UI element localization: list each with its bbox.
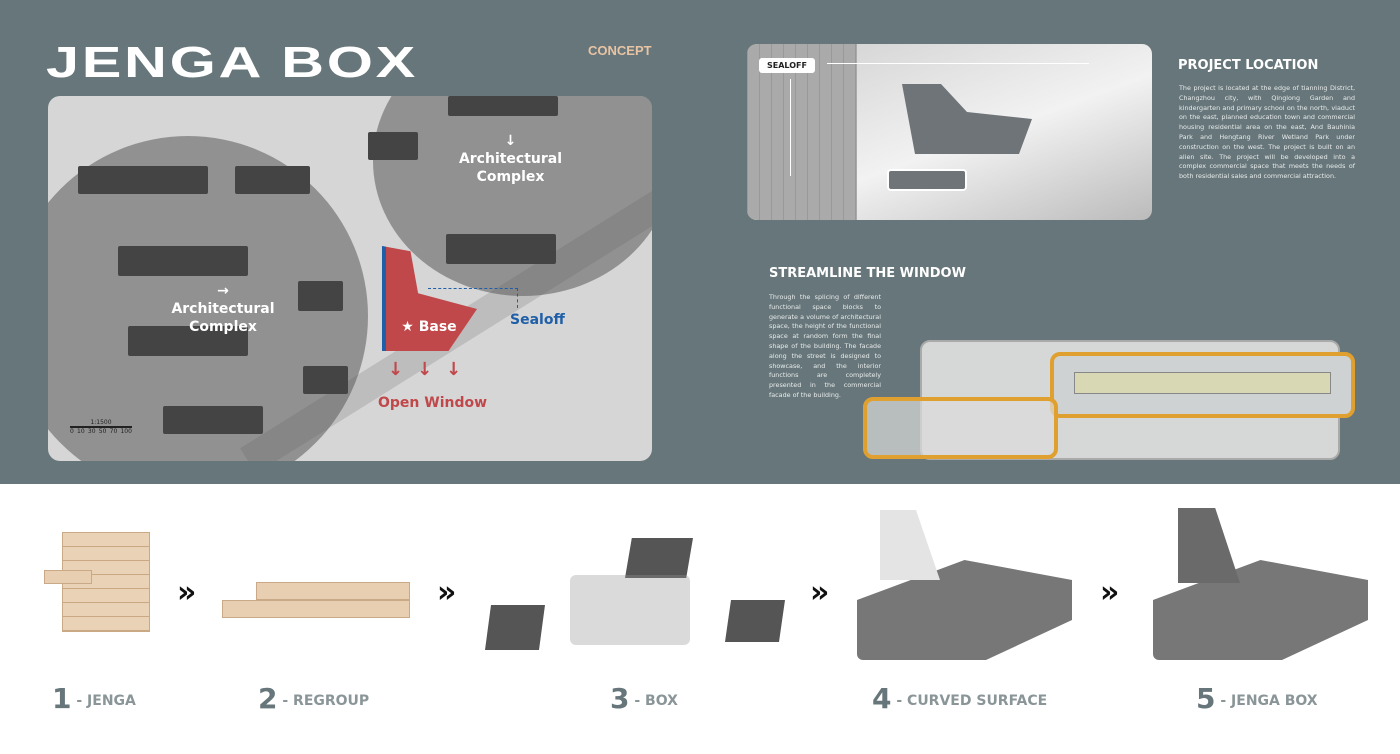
page-title: JENGA BOX	[46, 38, 418, 87]
box-block	[625, 538, 693, 578]
timeline-line	[790, 79, 791, 176]
box-block	[485, 605, 545, 650]
building	[446, 234, 556, 264]
open-window-label: Open Window	[378, 395, 488, 411]
step-1: 1 - JENGA	[52, 682, 136, 715]
box-ghost	[570, 575, 690, 645]
streamline-heading: STREAMLINE THE WINDOW	[769, 266, 966, 281]
scale-text: 1:1500	[90, 419, 112, 426]
sealoff-render: SEALOFF	[747, 44, 1152, 220]
sealoff-tag: SEALOFF	[759, 58, 815, 73]
concept-label: CONCEPT	[588, 43, 652, 58]
timeline-line	[827, 63, 1089, 64]
box-block	[725, 600, 785, 642]
site-map: ↓Architectural Complex →Architectural Co…	[48, 96, 652, 461]
curved-ghost	[880, 510, 940, 580]
step-3: 3 - BOX	[610, 682, 678, 715]
jenga-box-fin	[1178, 508, 1240, 583]
down-arrow-icon: ↓	[504, 133, 517, 149]
render-backdrop	[747, 44, 857, 220]
building-model	[887, 169, 967, 191]
next-arrow-icon: »	[810, 575, 830, 610]
step-4: 4 - CURVED SURFACE	[872, 682, 1048, 715]
building	[118, 246, 248, 276]
building	[78, 166, 208, 194]
building	[128, 326, 248, 356]
scale-tick: 10	[77, 428, 85, 435]
building-model	[902, 84, 1032, 154]
base-label: ★ Base	[401, 319, 457, 335]
sealoff-label: Sealoff	[510, 312, 565, 328]
right-arrow-icon: →	[217, 283, 229, 299]
sealoff-leader	[428, 288, 518, 308]
building	[235, 166, 310, 194]
complex-top-label: ↓Architectural Complex	[448, 132, 573, 186]
scale-tick: 70	[109, 428, 118, 435]
wood-block	[44, 570, 92, 584]
location-text: The project is located at the edge of ti…	[1179, 84, 1355, 181]
scale-tick: 100	[120, 428, 132, 435]
building	[368, 132, 418, 160]
wood-block	[256, 582, 410, 600]
complex-left-label: →Architectural Complex	[158, 282, 288, 336]
window-frame-lower	[863, 397, 1058, 459]
next-arrow-icon: »	[177, 575, 197, 610]
step-2: 2 - REGROUP	[258, 682, 370, 715]
scale-tick: 30	[87, 428, 96, 435]
wood-block	[222, 600, 410, 618]
building	[298, 281, 343, 311]
down-arrows-icon: ↓↓↓	[388, 359, 476, 380]
window-frame-upper	[1050, 352, 1355, 418]
scale-tick: 0	[70, 428, 74, 435]
building	[163, 406, 263, 434]
next-arrow-icon: »	[1100, 575, 1120, 610]
building	[303, 366, 348, 394]
window-glass	[1074, 372, 1331, 394]
scale-tick: 50	[98, 428, 107, 435]
step-5: 5 - JENGA BOX	[1196, 682, 1318, 715]
streamline-text: Through the splicing of different functi…	[769, 293, 881, 399]
location-heading: PROJECT LOCATION	[1178, 58, 1319, 73]
building	[448, 96, 558, 116]
complex-circle-top	[373, 96, 652, 296]
next-arrow-icon: »	[437, 575, 457, 610]
